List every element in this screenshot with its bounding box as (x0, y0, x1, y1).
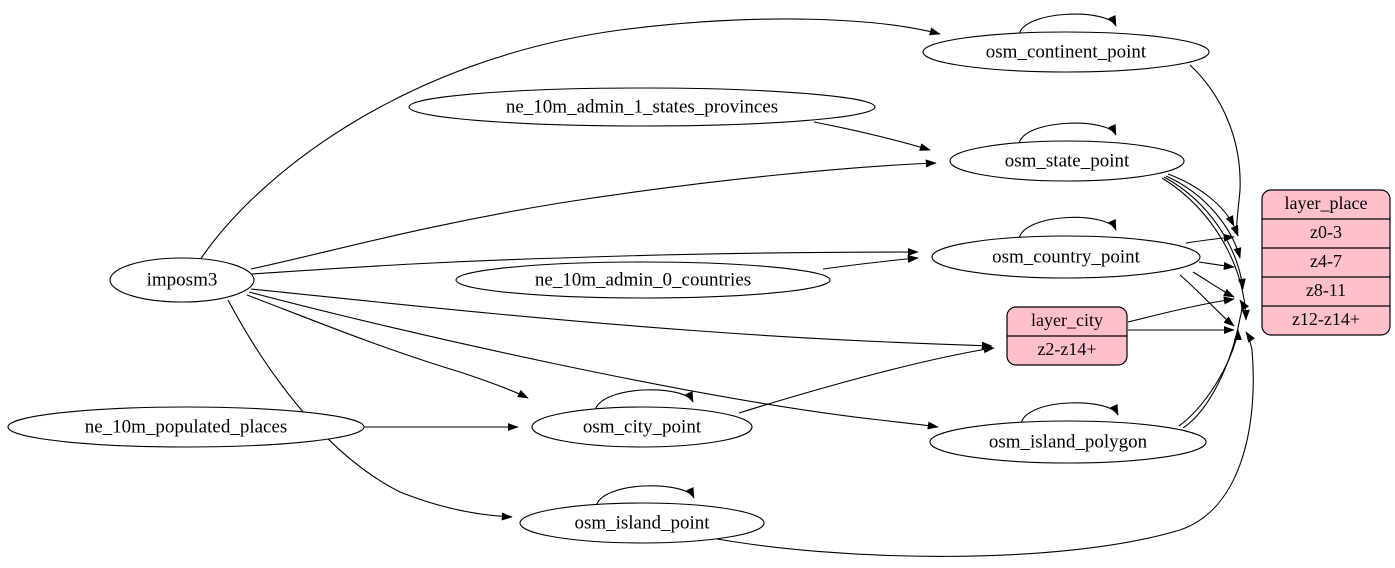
edge-self-loop-osm-island-polygon (1020, 402, 1119, 425)
node-osm-city-point[interactable]: osm_city_point (531, 406, 753, 448)
node-label-ne-10m-admin-1-states-provinces: ne_10m_admin_1_states_provinces (506, 96, 778, 117)
node-layer-place[interactable]: layer_place z0-3 z4-7 z8-11 z12-z14+ (1261, 189, 1391, 336)
edge-imposm3-to-osm-state-point (250, 159, 937, 270)
node-label-ne-10m-populated-places: ne_10m_populated_places (85, 416, 288, 437)
node-label-osm-city-point: osm_city_point (583, 416, 702, 437)
node-ne-10m-admin-0-countries[interactable]: ne_10m_admin_0_countries (455, 261, 831, 299)
edge-osm-country-point-to-z0-3 (1185, 233, 1235, 244)
layer-place-title: layer_place (1285, 193, 1368, 213)
node-osm-island-point[interactable]: osm_island_point (519, 502, 765, 544)
node-ne-10m-admin-1-states-provinces[interactable]: ne_10m_admin_1_states_provinces (408, 87, 876, 127)
node-imposm3[interactable]: imposm3 (109, 257, 255, 303)
edge-osm-country-point-to-z12-z14 (1179, 274, 1235, 327)
edge-self-loop-osm-continent-point (1018, 13, 1117, 36)
edges-layer (199, 13, 1255, 557)
edge-imposm3-to-osm-continent-point (199, 18, 941, 261)
node-osm-state-point[interactable]: osm_state_point (949, 140, 1185, 182)
layer-place-row-z0-3[interactable]: z0-3 (1310, 222, 1342, 242)
edge-osm-state-point-to-z4-7 (1165, 175, 1242, 259)
edge-ne10m-states-to-osm-state-point (813, 121, 931, 151)
edge-imposm3-to-osm-city-point (246, 294, 529, 399)
layer-place-row-z12-z14plus[interactable]: z12-z14+ (1292, 309, 1360, 329)
node-osm-island-polygon[interactable]: osm_island_polygon (929, 420, 1207, 464)
node-label-osm-island-point: osm_island_point (574, 512, 710, 533)
node-label-osm-continent-point: osm_continent_point (986, 41, 1147, 62)
edge-osm-country-point-to-z8-11 (1192, 271, 1235, 298)
edge-osm-country-point-to-z4-7 (1198, 261, 1235, 270)
node-label-osm-state-point: osm_state_point (1005, 150, 1130, 171)
edge-osm-island-polygon-to-z12-z14 (1178, 329, 1242, 427)
layer-city-row-z2-z14plus[interactable]: z2-z14+ (1037, 339, 1096, 359)
edge-self-loop-osm-island-point (595, 485, 695, 508)
edge-self-loop-osm-state-point (1018, 122, 1117, 145)
node-label-osm-country-point: osm_country_point (992, 246, 1140, 267)
edge-self-loop-osm-country-point (1018, 216, 1117, 240)
edge-imposm3-to-osm-country-point (251, 248, 919, 275)
edge-imposm3-to-osm-island-point (227, 299, 513, 521)
edge-imposm3-to-osm-island-polygon (248, 291, 939, 430)
layer-place-row-z4-7[interactable]: z4-7 (1310, 251, 1342, 271)
node-layer-city[interactable]: layer_city z2-z14+ (1006, 306, 1128, 366)
layer-city-title: layer_city (1031, 310, 1103, 330)
layer-place-row-z8-11[interactable]: z8-11 (1306, 280, 1346, 300)
edge-osm-island-polygon-to-z8-11 (1182, 299, 1249, 429)
edge-self-loop-osm-city-point (594, 389, 694, 412)
edge-osm-city-point-to-layer-city (738, 345, 995, 414)
nodes-layer: imposm3 ne_10m_admin_1_states_provinces … (7, 31, 1391, 544)
edge-imposm3-to-layer-city (250, 288, 993, 350)
edge-osm-continent-point-to-z0-3 (1189, 64, 1241, 237)
edge-ne10m-countries-to-osm-country-point (822, 254, 919, 270)
node-osm-country-point[interactable]: osm_country_point (931, 235, 1201, 279)
edge-osm-island-point-to-z12-z14 (705, 331, 1255, 557)
edge-osm-state-point-to-z8-11 (1163, 176, 1246, 290)
node-osm-continent-point[interactable]: osm_continent_point (922, 31, 1210, 73)
node-label-osm-island-polygon: osm_island_polygon (989, 431, 1148, 452)
node-ne-10m-populated-places[interactable]: ne_10m_populated_places (7, 406, 365, 448)
node-label-ne-10m-admin-0-countries: ne_10m_admin_0_countries (535, 269, 751, 290)
node-label-imposm3: imposm3 (147, 269, 218, 290)
edge-osm-state-point-to-z0-3 (1167, 173, 1235, 227)
edge-layer-city-to-z8-11 (1127, 296, 1235, 323)
